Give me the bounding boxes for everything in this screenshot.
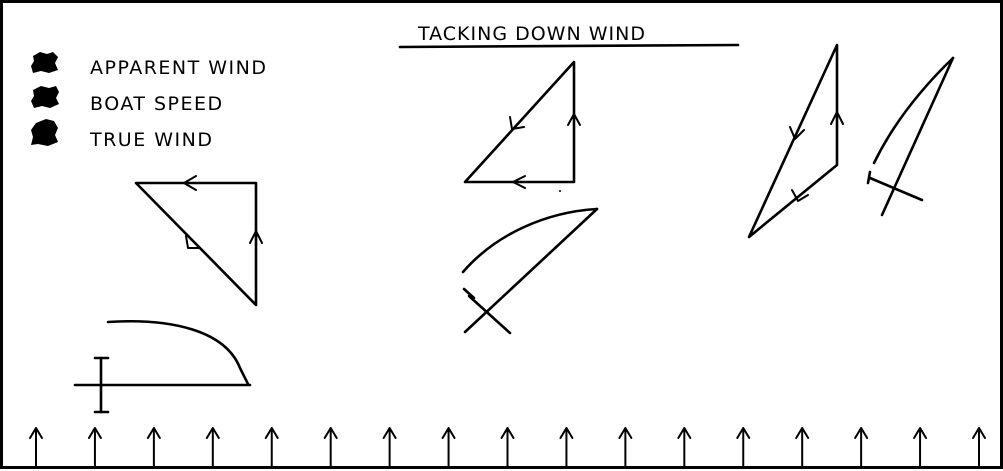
arrowhead-boat-speed-right [791,189,809,202]
vector-triangle-left [134,175,263,307]
legend-item-apparent-wind: APPARENT WIND [31,52,268,79]
wind-arrow-icon [441,427,456,467]
sail-diagram-left [73,320,252,414]
wind-arrow-head [264,427,279,439]
wind-arrow-head [618,427,633,439]
wind-arrow-head [500,427,515,439]
wind-arrow-icon [146,427,161,467]
wind-arrow-icon [854,427,869,467]
arrowhead-true-wind-middle [567,113,581,126]
stray-dot [559,190,561,192]
wind-arrow-head [205,427,220,439]
wind-arrow-head [146,427,161,439]
diagram-title: TACKING DOWN WIND [417,23,646,45]
true-wind-swatch [31,119,58,146]
title-underline [398,43,740,49]
sail-diagram-right [866,56,955,217]
apparent-wind-swatch [31,52,58,73]
wind-arrow-head [29,427,43,439]
wind-arrow-icon [323,427,338,467]
legend-item-boat-speed: BOAT SPEED [31,86,224,115]
wind-arrow-icon [736,427,751,467]
legend-label-true-wind: TRUE WIND [89,129,214,151]
boat-bow-right [866,170,872,185]
legend-label-boat-speed: BOAT SPEED [90,93,224,115]
legend-item-true-wind: TRUE WIND [31,119,214,151]
wind-arrow-icon [677,427,692,467]
boat-speed-swatch [31,86,59,108]
sail-curve-right [872,56,955,165]
vector-triangle-middle [463,60,581,192]
triangle-left-outline [134,181,258,307]
sail-diagram-middle [461,207,599,335]
boat-hull-right [868,176,924,202]
wind-arrow-icon [913,427,928,467]
wind-arrow-icon [559,427,574,467]
wind-arrow-icon [972,427,986,467]
sail-curve-middle [461,207,599,274]
wind-arrow-icon [795,427,810,467]
arrowhead-true-wind-right [830,111,844,125]
wind-arrow-head [677,427,692,439]
arrowhead-apparent-wind-middle [512,175,526,189]
title-group: TACKING DOWN WIND [398,23,740,49]
wind-arrow-icon [618,427,633,467]
boat-hull-middle [467,294,512,335]
wind-arrow-icon [500,427,515,467]
wind-arrow-head [87,427,102,439]
wind-arrow-icon [29,427,43,467]
wind-arrow-head [441,427,456,439]
boom-line-middle [463,207,599,334]
vector-triangle-right [747,43,844,239]
wind-arrow-icon [205,427,220,467]
triangle-right-outline [747,43,839,239]
arrowhead-apparent-wind-right [789,126,805,140]
boom-line-right [880,56,955,217]
arrowhead-true-wind-left [249,230,263,244]
wind-arrow-head [795,427,810,439]
arrowhead-apparent-wind-left [183,175,197,191]
wind-arrow-head [972,427,986,439]
wind-arrow-head [382,427,397,439]
true-wind-arrow-row [29,427,986,467]
wind-arrow-icon [264,427,279,467]
arrowhead-boat-speed-middle [509,116,525,130]
boat-bow-middle [462,287,476,300]
triangle-middle-outline [463,60,576,184]
wind-arrow-head [854,427,869,439]
wind-arrow-head [913,427,928,439]
legend-label-apparent-wind: APPARENT WIND [90,57,268,79]
legend: APPARENT WIND BOAT SPEED TRUE WIND [31,52,268,151]
wind-arrow-head [559,427,574,439]
wind-arrow-icon [382,427,397,467]
wind-arrow-head [736,427,751,439]
sail-curve-left [106,320,250,386]
arrowhead-boat-speed-left [185,235,201,249]
wind-arrow-head [323,427,338,439]
wind-arrow-icon [87,427,102,467]
